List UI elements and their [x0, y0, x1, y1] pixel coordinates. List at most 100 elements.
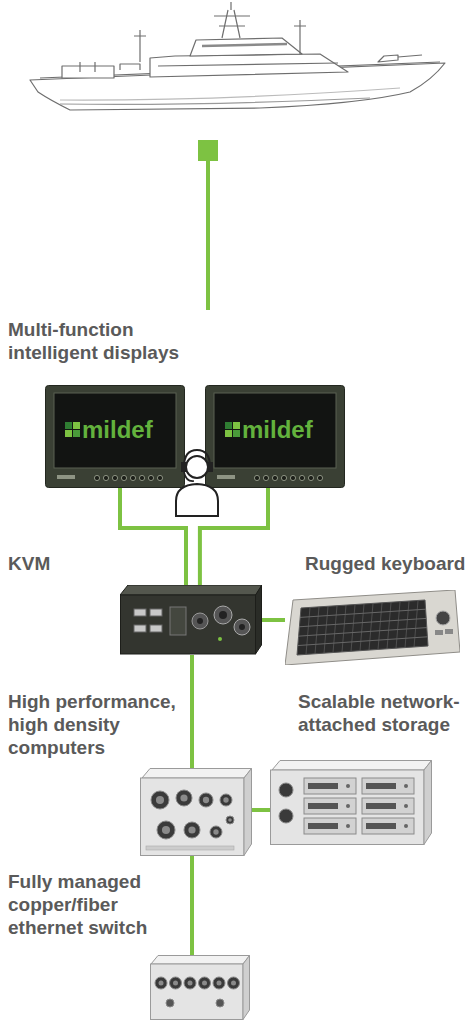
keyboard-device: [285, 590, 460, 665]
computer-device: [220, 794, 232, 806]
display-monitor: [130, 475, 135, 480]
keyboard-device: [396, 602, 400, 648]
display-monitor: [206, 386, 345, 488]
display-monitor: [57, 475, 75, 479]
display-monitor: [217, 475, 235, 479]
display-monitor: [233, 422, 240, 429]
computer-device: [176, 790, 192, 806]
display-monitor: [290, 475, 295, 480]
device-heading: Fully managed copper/fiber ethernet swit…: [8, 870, 188, 939]
kvm-device: [120, 585, 262, 595]
operator-icon: [184, 472, 194, 481]
computer-device: [213, 829, 218, 834]
display-monitor: [65, 422, 72, 429]
storage-device: [304, 798, 356, 814]
storage-device: [271, 770, 425, 845]
display-monitor: [73, 422, 80, 429]
keyboard-device: [360, 604, 364, 651]
operator-icon: [186, 456, 208, 478]
ship-illustration: [158, 63, 338, 66]
display-monitor: [121, 475, 126, 480]
link-line: [120, 488, 186, 585]
logo-text: mildef: [82, 416, 172, 444]
device-heading: Rugged keyboard: [305, 552, 471, 575]
display-monitor: [225, 422, 232, 429]
keyboard-node: Rugged keyboard: [285, 590, 460, 665]
ship-illustration: [80, 62, 95, 72]
storage-device: [308, 823, 338, 829]
storage-node: Scalable network-attached storage: [270, 760, 432, 845]
device-heading: KVM: [8, 552, 116, 575]
kvm-device: [197, 618, 203, 624]
storage-device: [424, 761, 432, 845]
computer-device: [157, 821, 175, 839]
ship-illustration: [398, 55, 422, 57]
computer-device: [180, 794, 187, 801]
ethernet-switch-device: [199, 977, 211, 989]
ship-illustration: [202, 44, 287, 46]
ship-illustration: [30, 2, 445, 110]
display-monitor: [272, 475, 277, 480]
ship-illustration: [214, 16, 250, 26]
ship-illustration: [62, 66, 114, 78]
computer-device: [156, 796, 164, 804]
keyboard-device: [405, 601, 409, 647]
ship-illustration: [222, 2, 240, 38]
ship-illustration: [60, 98, 370, 104]
storage-device: [346, 784, 350, 788]
ethernet-switch-device: [151, 964, 244, 1020]
display-monitor: [225, 430, 232, 437]
computer-device: [223, 797, 228, 802]
ship-illustration: [40, 62, 440, 78]
keyboard-device: [315, 607, 319, 654]
ethernet-switch-device: [213, 977, 225, 989]
computer-device: [210, 826, 222, 838]
keyboard-device: [414, 601, 418, 647]
storage-device: [308, 803, 338, 809]
link-line: [262, 618, 285, 622]
ethernet-switch-device: [170, 977, 182, 989]
storage-device: [404, 804, 408, 808]
storage-device: [346, 824, 350, 828]
computer-device: [199, 793, 213, 807]
ethernet-switch-device: [216, 999, 224, 1007]
ship-link-line: [206, 160, 210, 310]
display-node: mildef: [205, 385, 345, 488]
ethernet-switch-device: [184, 977, 196, 989]
keyboard-device: [445, 629, 453, 634]
ship-illustration: [134, 30, 146, 62]
computer-device: [140, 768, 252, 856]
storage-device: [404, 784, 408, 788]
display-monitor: [254, 475, 259, 480]
display-monitor: [112, 475, 117, 480]
keyboard-device: [333, 606, 337, 653]
ethernet-switch-device: [159, 981, 164, 986]
ethernet-switch-device: [155, 977, 167, 989]
display-monitor: [94, 475, 99, 480]
kvm-device: [192, 613, 208, 629]
storage-device: [304, 818, 356, 834]
computer-device: [142, 769, 252, 779]
keyboard-device: [387, 603, 391, 650]
ship-illustration: [60, 88, 400, 100]
ethernet-switch-device: [231, 981, 236, 986]
keyboard-device: [324, 606, 328, 653]
device-heading: Scalable network-attached storage: [298, 690, 472, 736]
display-monitor: [54, 393, 176, 468]
kvm-node: KVM: [120, 585, 262, 655]
ship-illustration: [120, 64, 140, 70]
kvm-device: [218, 637, 222, 641]
display-monitor: [214, 393, 336, 468]
kvm-device: [150, 625, 162, 632]
storage-device: [304, 778, 356, 794]
kvm-device: [134, 625, 146, 632]
storage-device: [362, 818, 414, 834]
computer-device: [228, 818, 232, 822]
ship-illustration: [30, 63, 445, 110]
display-monitor: [65, 430, 72, 437]
display-monitor: [317, 475, 322, 480]
storage-device: [272, 761, 432, 771]
storage-device: [270, 760, 432, 845]
